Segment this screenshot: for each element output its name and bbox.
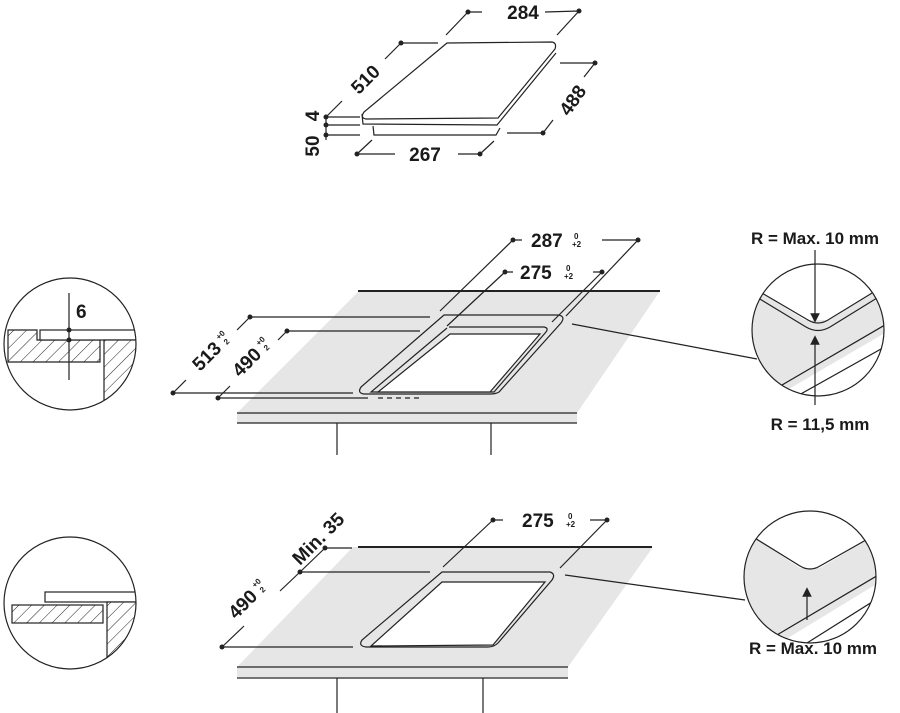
inner-width-label: 275 [520,263,552,284]
standard-depth-label: 490 [225,586,262,623]
outer-width-label: 287 [531,231,563,252]
inner-depth-tol-bottom: 2 [262,343,272,353]
standard-width-tol-bottom: +2 [566,520,576,529]
flush-inner-cutout [376,333,542,393]
standard-depth-tol-bottom: 2 [258,585,268,595]
standard-corner-radius-label: R = Max. 10 mm [749,639,877,658]
depth-top-label: 510 [347,61,384,98]
standard-width-tol-top: 0 [568,512,573,521]
hob-drawing [361,41,557,136]
outer-depth-tol-bottom: 2 [222,337,232,347]
inner-width-tol-top: 0 [566,264,571,273]
flush-corner-detail [751,250,885,405]
outer-width-tol-bottom: +2 [572,240,582,249]
hob-dimension-lines [323,8,598,157]
standard-section-detail [3,536,137,670]
standard-dimension-lines [219,517,746,650]
width-top-label: 284 [507,3,539,24]
glass-thickness-label: 4 [303,110,324,121]
corner-radius-bottom-label: R = 11,5 mm [771,415,870,434]
inner-width-tol-bottom: +2 [564,272,574,281]
hob-glass-top [361,41,557,120]
flush-worktop [237,290,660,455]
depth-side-label: 488 [556,82,591,120]
flush-section-detail [3,277,137,411]
width-bottom-label: 267 [409,145,441,166]
outer-width-tol-top: 0 [574,232,579,241]
standard-width-label: 275 [522,511,554,532]
recess-depth-label: 6 [76,302,87,323]
outer-depth-label: 513 [189,338,226,375]
corner-radius-top-label: R = Max. 10 mm [751,229,879,248]
flush-dimension-lines [170,237,758,401]
body-height-label: 50 [303,135,324,156]
standard-worktop [237,546,653,713]
standard-cutout-inner [369,581,547,647]
standard-corner-detail [743,510,877,644]
inner-depth-label: 490 [229,344,266,381]
